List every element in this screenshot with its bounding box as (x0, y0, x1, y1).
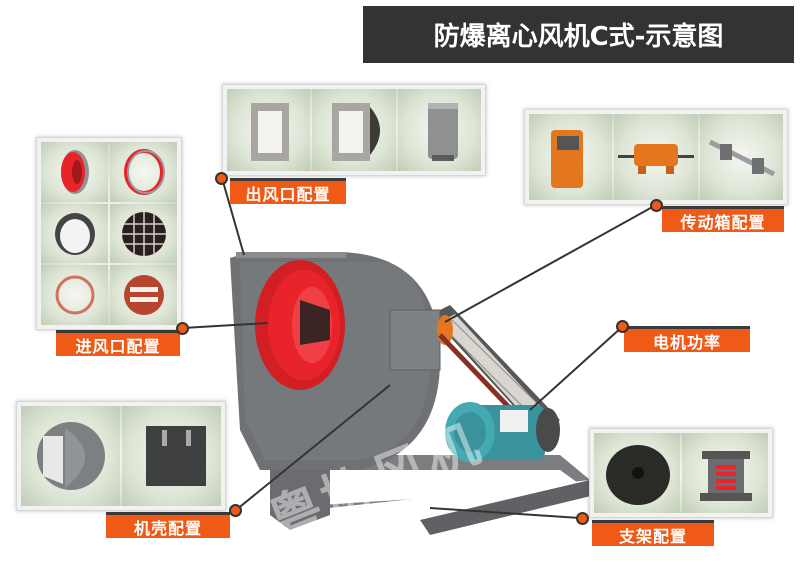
motor-power-label: 电机功率 (624, 326, 750, 352)
inlet-cone-icon (255, 260, 345, 390)
outlet-config-panel (222, 84, 486, 176)
support-callout-dot (576, 512, 589, 525)
orange-bearing-housing-image (614, 114, 698, 200)
orange-bearing-box-image (529, 114, 613, 200)
outlet-callout-dot (215, 172, 228, 185)
red-ring-flange-image (110, 142, 177, 202)
casing-callout-dot (229, 504, 242, 517)
red-flared-inlet-image (41, 142, 108, 202)
rectangular-flange-image (227, 89, 311, 171)
inlet-config-panel (36, 137, 182, 330)
transmission-config-label: 传动箱配置 (662, 206, 784, 232)
leader-lines (182, 177, 657, 519)
rubber-damper-pad-image (594, 433, 680, 513)
page-title: 防爆离心风机C式-示意图 (363, 6, 794, 63)
inlet-callout-dot (176, 322, 189, 335)
damper-valve-image (110, 265, 177, 325)
grid-mesh-guard-image (110, 203, 177, 264)
casing-config-label: 机壳配置 (106, 512, 230, 538)
cylindrical-silencer-image (397, 89, 481, 171)
transmission-config-panel (524, 109, 788, 205)
flange-with-damper-image (312, 89, 396, 171)
motor-callout-dot (616, 320, 629, 333)
support-config-label: 支架配置 (592, 520, 714, 546)
pink-ring-flange-image (41, 265, 108, 325)
motor-icon (445, 402, 560, 462)
shaft-with-pillow-blocks-image (699, 114, 783, 200)
steel-ring-flange-image (41, 203, 108, 264)
casing-config-panel (16, 401, 226, 511)
support-config-panel (589, 428, 773, 518)
inlet-config-label: 进风口配置 (56, 330, 180, 356)
outlet-config-label: 出风口配置 (230, 178, 346, 204)
belt-guard-icon (430, 305, 560, 435)
casing-cutaway-image (21, 406, 120, 506)
transmission-callout-dot (650, 199, 663, 212)
access-door-image (122, 406, 221, 506)
spring-isolator-image (682, 433, 768, 513)
